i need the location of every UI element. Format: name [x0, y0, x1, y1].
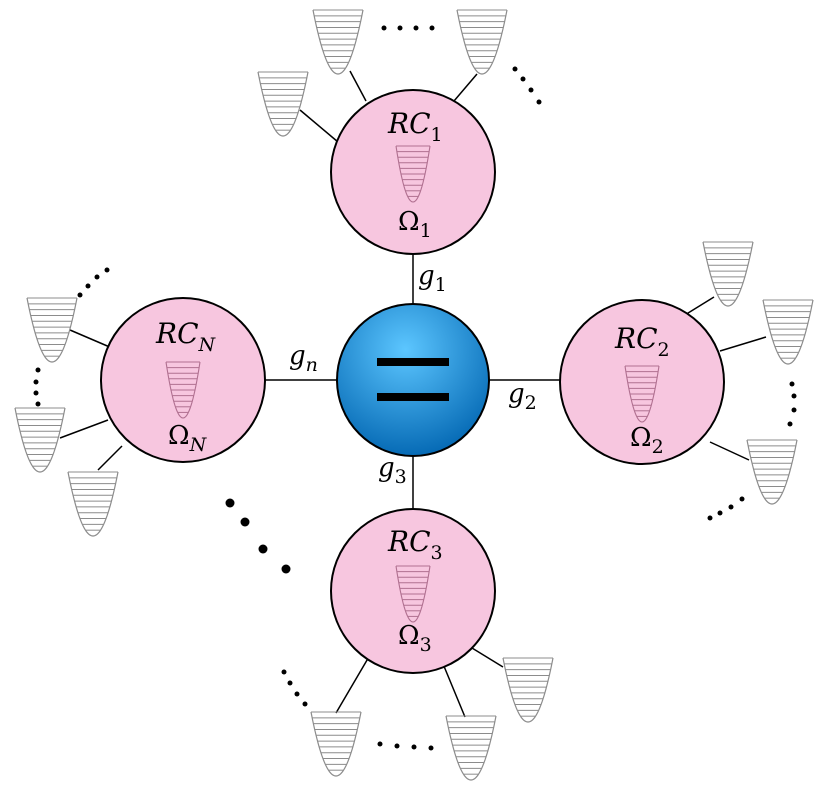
coupling-g2-label: g2	[508, 379, 537, 414]
omega-2-label: Ω2	[630, 423, 664, 458]
coupling-g1-label: g1	[418, 261, 447, 296]
bath-well-icon	[312, 9, 364, 75]
reaction-center-2: RC2 Ω2	[559, 299, 725, 465]
connector-lines	[59, 70, 767, 718]
bath-well-icon	[445, 715, 497, 781]
vibrational-mode-well-icon	[395, 145, 431, 203]
omega-n-label: ΩN	[168, 421, 208, 456]
vibrational-mode-well-icon	[624, 365, 660, 423]
bath-well-icon	[14, 407, 66, 473]
rc-1-label: RC1	[387, 107, 443, 146]
bath-well-icon	[762, 299, 814, 365]
central-system	[336, 303, 490, 457]
bath-well-icon	[702, 241, 754, 307]
bath-well-icon	[456, 9, 508, 75]
rc-3-label: RC3	[387, 525, 443, 564]
coupling-g3-label: g3	[378, 453, 407, 488]
rc-2-label: RC2	[614, 322, 670, 361]
reaction-center-n: RCN ΩN	[100, 297, 266, 463]
bath-well-icon	[26, 297, 78, 363]
vibrational-mode-well-icon	[165, 361, 201, 419]
bath-well-icon	[257, 71, 309, 137]
vibrational-mode-well-icon	[395, 565, 431, 623]
reaction-center-3: RC3 Ω3	[330, 508, 496, 674]
bath-well-icon	[502, 657, 554, 723]
rc-n-label: RCN	[155, 317, 217, 356]
reaction-center-1: RC1 Ω1	[330, 89, 496, 255]
ellipsis-dots	[33, 25, 797, 751]
bath-well-icon	[746, 439, 798, 505]
coupling-gn-label: gn	[289, 341, 318, 376]
omega-1-label: Ω1	[398, 207, 432, 242]
bath-well-icon	[310, 711, 362, 777]
bath-well-icon	[67, 471, 119, 537]
bath-wells	[14, 9, 814, 781]
omega-3-label: Ω3	[398, 621, 432, 656]
two-level-system-icon	[377, 358, 449, 401]
